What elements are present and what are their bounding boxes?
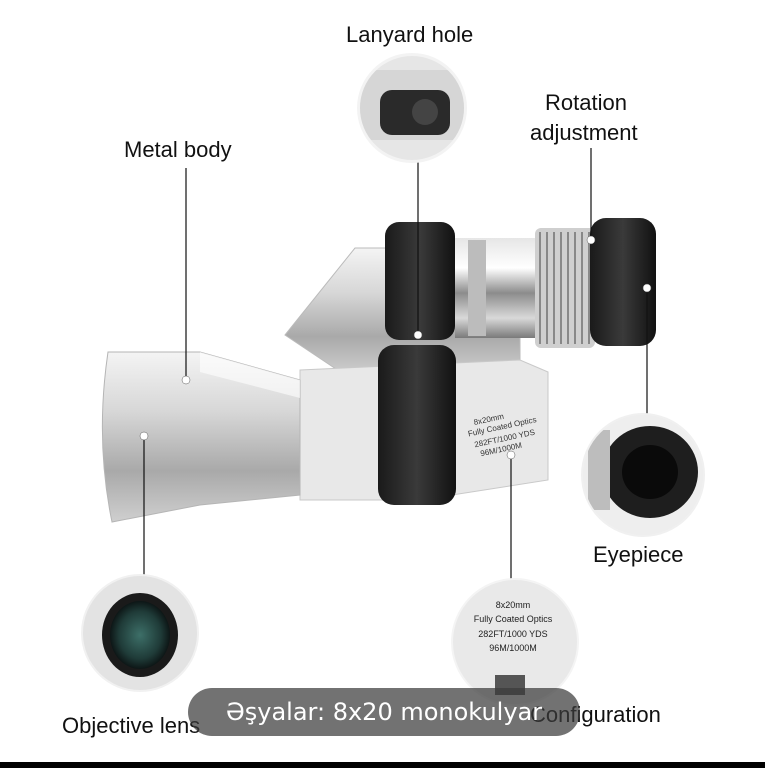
eyepiece-label: Eyepiece <box>593 542 684 567</box>
metal-body-label: Metal body <box>124 137 232 162</box>
config-print-line: Fully Coated Optics <box>474 614 553 624</box>
rotation-adjustment-label-line2: adjustment <box>530 120 638 145</box>
config-print-line: 8x20mm <box>496 600 531 610</box>
config-print-line: 282FT/1000 YDS <box>478 629 547 639</box>
configuration-detail: 8x20mm Fully Coated Optics 282FT/1000 YD… <box>451 578 579 706</box>
caption-pill: Əşyalar: 8x20 monokulyar <box>188 688 580 736</box>
eyepiece-detail <box>581 413 705 537</box>
config-print-line: 96M/1000M <box>489 643 537 653</box>
lanyard-hole-detail <box>357 53 467 163</box>
lanyard-hole-label: Lanyard hole <box>346 22 474 47</box>
bottom-bar <box>0 762 765 768</box>
objective-lens-detail <box>81 574 199 692</box>
objective-lens-label: Objective lens <box>62 713 201 738</box>
rotation-adjustment-label: Rotation <box>545 90 627 115</box>
body-print: 8x20mm Fully Coated Optics 282FT/1000 YD… <box>467 412 537 459</box>
